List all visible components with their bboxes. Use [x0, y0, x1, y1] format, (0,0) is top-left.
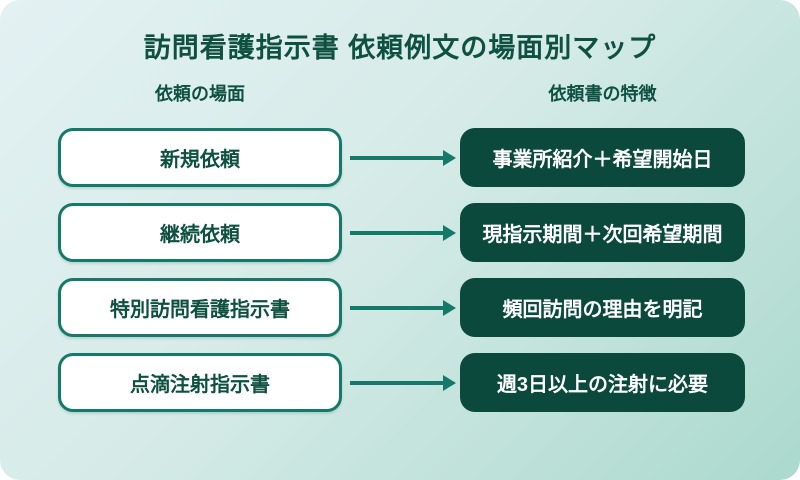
diagram-row-continuation: 継続依頼 現指示期間＋次回希望期間: [58, 203, 745, 262]
scene-box-continuation: 継続依頼: [58, 203, 342, 262]
column-header-scene: 依頼の場面: [155, 84, 245, 104]
arrow-head-icon: [443, 374, 456, 391]
feature-box-continuation: 現指示期間＋次回希望期間: [460, 203, 745, 262]
feature-box-special-instruction: 頻回訪問の理由を明記: [460, 278, 745, 337]
arrow-shaft: [350, 230, 444, 235]
arrow-right-icon: [342, 353, 460, 412]
page-title: 訪問看護指示書 依頼例文の場面別マップ: [143, 33, 657, 63]
arrow-head-icon: [443, 149, 456, 166]
diagram-row-special-instruction: 特別訪問看護指示書 頻回訪問の理由を明記: [58, 278, 745, 337]
arrow-right-icon: [342, 278, 460, 337]
scene-box-iv-injection: 点滴注射指示書: [58, 353, 342, 412]
arrow-shaft: [350, 155, 444, 160]
diagram-row-new-request: 新規依頼 事業所紹介＋希望開始日: [58, 128, 745, 187]
scene-box-new-request: 新規依頼: [58, 128, 342, 187]
feature-box-iv-injection: 週3日以上の注射に必要: [460, 353, 745, 412]
arrow-right-icon: [342, 203, 460, 262]
column-header-feature: 依頼書の特徴: [548, 84, 657, 104]
arrow-right-icon: [342, 128, 460, 187]
feature-box-new-request: 事業所紹介＋希望開始日: [460, 128, 745, 187]
arrow-head-icon: [443, 299, 456, 316]
arrow-head-icon: [443, 224, 456, 241]
arrow-shaft: [350, 305, 444, 310]
arrow-shaft: [350, 380, 444, 385]
diagram-row-iv-injection: 点滴注射指示書 週3日以上の注射に必要: [58, 353, 745, 412]
scene-box-special-instruction: 特別訪問看護指示書: [58, 278, 342, 337]
